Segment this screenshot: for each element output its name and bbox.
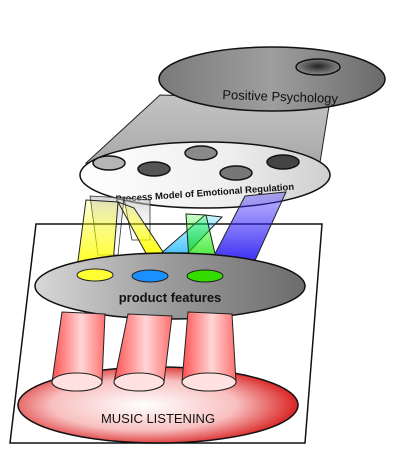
- process-node-2: [137, 161, 171, 177]
- music-listening-label: MUSIC LISTENING: [101, 411, 215, 426]
- product-features-label: product features: [119, 290, 222, 305]
- process-node-3: [184, 145, 218, 161]
- tube-left: [51, 311, 106, 392]
- platform-frame: [9, 223, 323, 444]
- positive-psychology-label: Positive Psychology: [222, 87, 339, 106]
- process-node-4: [219, 165, 253, 181]
- process-node-1: [92, 155, 126, 171]
- product-features-disc: product features: [34, 252, 306, 320]
- cyan-port: [131, 269, 169, 283]
- yellow-port: [76, 268, 114, 282]
- tube-right: [181, 311, 237, 392]
- process-node-5: [266, 154, 300, 170]
- tube-middle: [113, 313, 173, 392]
- green-port: [186, 269, 224, 283]
- process-model-disc: Process Model of Emotional Regulation: [79, 141, 331, 209]
- positive-psychology-disc: Positive Psychology: [158, 46, 386, 112]
- top-disc-hole: [295, 58, 341, 76]
